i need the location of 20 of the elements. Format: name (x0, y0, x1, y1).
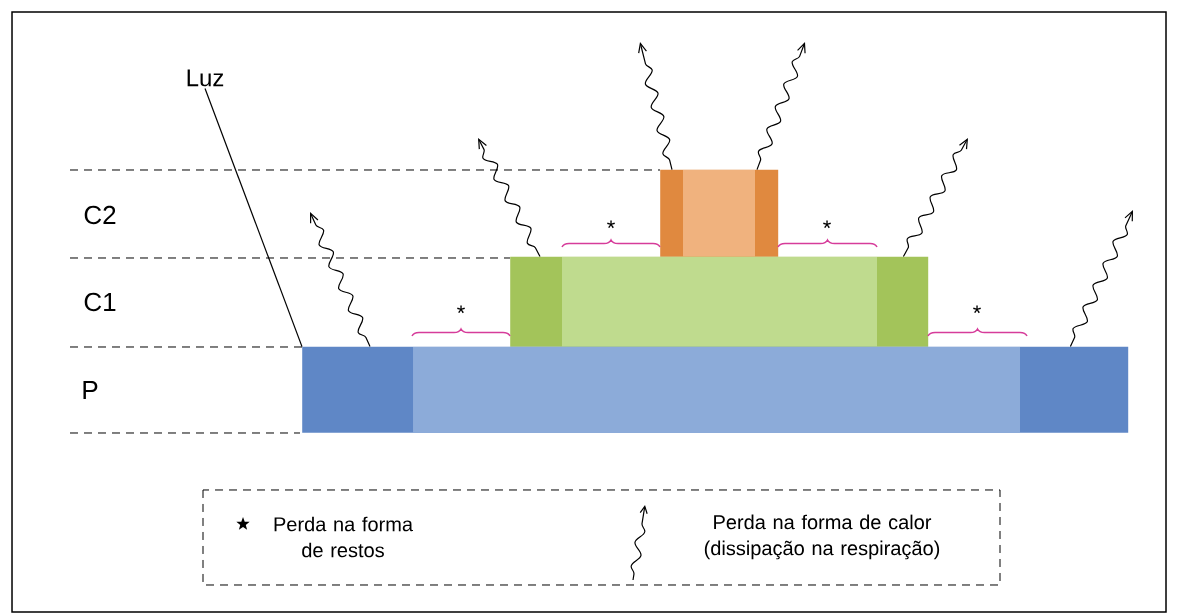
asterisk-label: * (973, 305, 981, 314)
wavy-arrow (756, 42, 806, 171)
bar (660, 169, 779, 257)
wavy-arrow (478, 138, 541, 258)
wavy-arrow (638, 42, 673, 171)
level-label: C2 (84, 205, 116, 225)
wavy-arrow (1069, 210, 1133, 348)
asterisk-label: * (457, 305, 465, 314)
legend-text: Perda na forma de calor (dissipação na respiração) (704, 514, 940, 560)
bar (510, 256, 929, 347)
level-label: C1 (84, 292, 116, 312)
leader-line (204, 87, 303, 348)
wavy-arrow (902, 138, 968, 258)
asterisk-label: * (823, 220, 831, 229)
light-label: Luz (187, 69, 224, 87)
level-label: P (83, 381, 98, 399)
asterisk-label: * (607, 220, 615, 229)
wavy-arrow (310, 212, 371, 348)
legend-text: Perda na forma de restos (274, 516, 413, 558)
bar (302, 346, 1129, 433)
